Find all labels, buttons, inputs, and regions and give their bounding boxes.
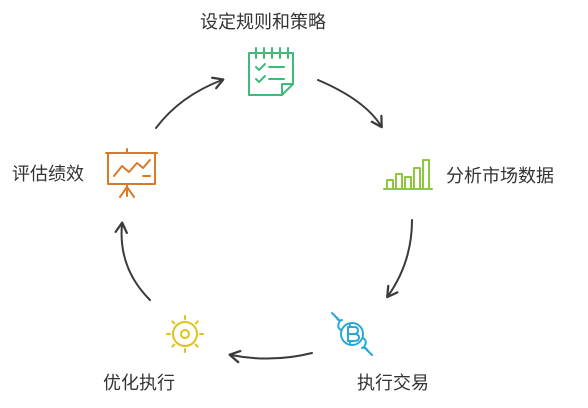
arrow-trade-to-optimize — [228, 349, 313, 364]
checklist-icon — [248, 47, 294, 96]
step-label-rules: 设定规则和策略 — [200, 12, 326, 33]
arrow-optimize-to-evaluate — [114, 221, 151, 301]
gear-sun-icon — [166, 315, 204, 353]
step-label-trade: 执行交易 — [357, 373, 429, 394]
step-label-analyze: 分析市场数据 — [446, 166, 554, 187]
presentation-chart-icon — [105, 148, 158, 198]
arrow-analyze-to-trade — [386, 219, 413, 299]
arrow-evaluate-to-rules — [155, 76, 225, 129]
step-label-evaluate: 评估绩效 — [12, 164, 84, 185]
arrow-rules-to-analyze — [317, 79, 383, 129]
bitcoin-handshake-icon — [331, 312, 373, 356]
bar-chart-icon — [383, 159, 433, 190]
step-label-optimize: 优化执行 — [103, 373, 175, 394]
